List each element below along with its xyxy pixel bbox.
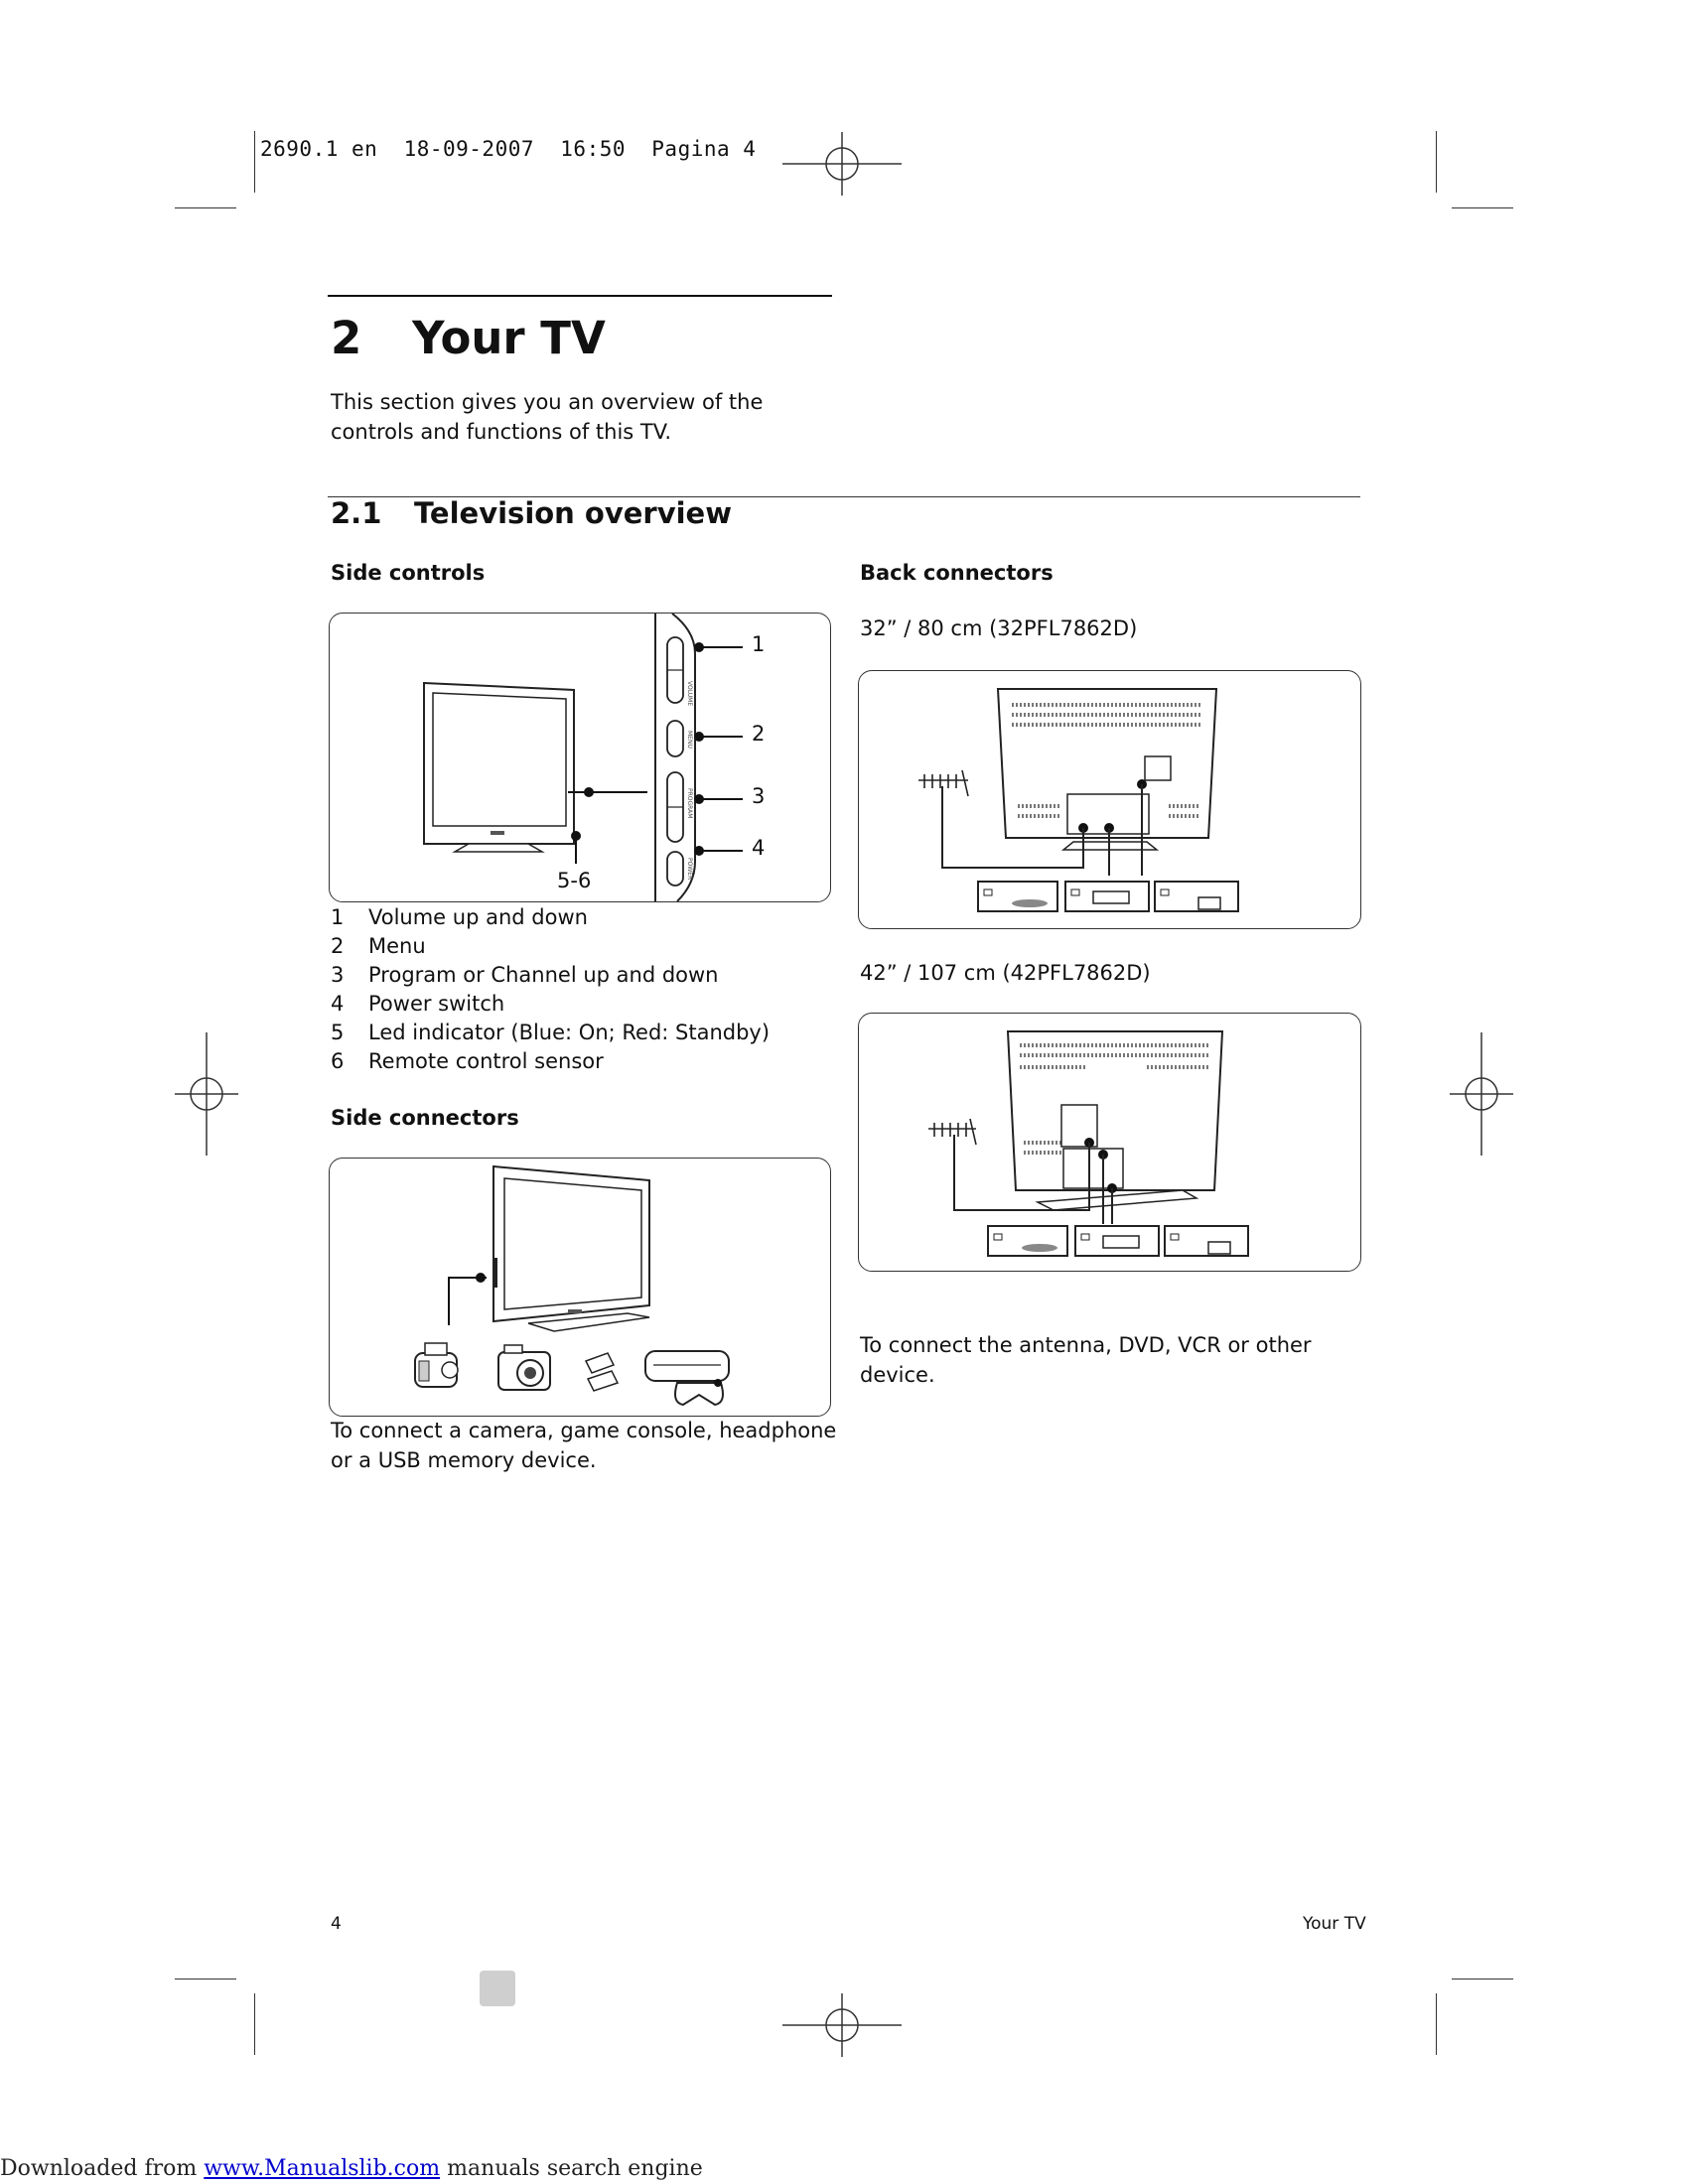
registration-mark-top: [782, 132, 902, 196]
svg-text:MENU: MENU: [686, 731, 693, 749]
set-top-box-icon: [1154, 881, 1239, 912]
crop-mark: [1452, 207, 1513, 208]
section-number: 2.1: [331, 496, 382, 530]
camera-icon: [497, 1344, 551, 1391]
download-notice: Downloaded from www.Manualslib.com manua…: [0, 2156, 703, 2181]
chapter-number: 2: [331, 312, 362, 364]
vcr-icon: [1074, 1225, 1160, 1257]
chapter-title: 2 Your TV: [331, 312, 606, 364]
crop-mark: [175, 207, 236, 208]
section-title: 2.1 Television overview: [331, 496, 732, 530]
camcorder-icon: [414, 1342, 459, 1388]
crop-mark: [1436, 131, 1437, 193]
registration-mark-bottom: [782, 1993, 902, 2057]
side-controls-drawing: VOLUME MENU PROGRAM POWER: [423, 614, 743, 901]
back-42-drawing: [928, 1030, 1249, 1257]
antenna-icon: [918, 769, 969, 797]
svg-text:POWER: POWER: [686, 858, 693, 880]
callout-5-6: 5-6: [557, 869, 592, 892]
dvd-player-icon: [987, 1225, 1068, 1257]
side-controls-heading: Side controls: [331, 561, 486, 585]
footer-chapter-label: Your TV: [1303, 1914, 1366, 1934]
svg-text:VOLUME: VOLUME: [686, 681, 693, 706]
crop-mark: [254, 1993, 255, 2055]
crop-mark: [254, 131, 255, 193]
slug-line: 2690.1 en 18-09-2007 16:50 Pagina 4: [260, 137, 757, 161]
registration-mark-right: [1450, 1032, 1513, 1156]
section-title-text: Television overview: [414, 496, 733, 530]
side-connectors-figure: [329, 1158, 831, 1417]
color-swatch: [480, 1971, 515, 2006]
set-top-box-icon: [1164, 1225, 1249, 1257]
crop-mark: [1436, 1993, 1437, 2055]
chapter-rule: [328, 295, 832, 297]
side-connectors-heading: Side connectors: [331, 1106, 519, 1130]
callout-4: 4: [752, 836, 766, 860]
side-controls-figure: VOLUME MENU PROGRAM POWER 1 2 3 4 5-6: [329, 613, 831, 902]
section-rule: [328, 496, 1360, 497]
back-32-drawing: [918, 688, 1239, 912]
side-connectors-caption: To connect a camera, game console, headp…: [331, 1419, 837, 1472]
model-32-label: 32” / 80 cm (32PFL7862D): [860, 616, 1138, 640]
chapter-intro: This section gives you an overview of th…: [331, 390, 764, 444]
callout-1: 1: [752, 632, 766, 656]
back-connectors-caption: To connect the antenna, DVD, VCR or othe…: [860, 1333, 1312, 1387]
antenna-icon: [928, 1118, 977, 1146]
callout-2: 2: [752, 722, 766, 746]
callout-3: 3: [752, 784, 766, 808]
back-connectors-heading: Back connectors: [860, 561, 1054, 585]
svg-text:PROGRAM: PROGRAM: [686, 788, 693, 818]
game-console-icon: [644, 1350, 730, 1407]
vcr-icon: [1064, 881, 1150, 912]
usb-icon: [584, 1352, 620, 1392]
dvd-player-icon: [977, 881, 1058, 912]
side-connectors-drawing: [414, 1164, 730, 1407]
back-connectors-42-figure: [858, 1013, 1361, 1272]
chapter-title-text: Your TV: [412, 312, 606, 364]
back-connectors-32-figure: [858, 670, 1361, 929]
model-42-label: 42” / 107 cm (42PFL7862D): [860, 961, 1151, 985]
page-number: 4: [331, 1914, 342, 1934]
manualslib-link[interactable]: www.Manualslib.com: [204, 2156, 441, 2181]
registration-mark-left: [175, 1032, 238, 1156]
